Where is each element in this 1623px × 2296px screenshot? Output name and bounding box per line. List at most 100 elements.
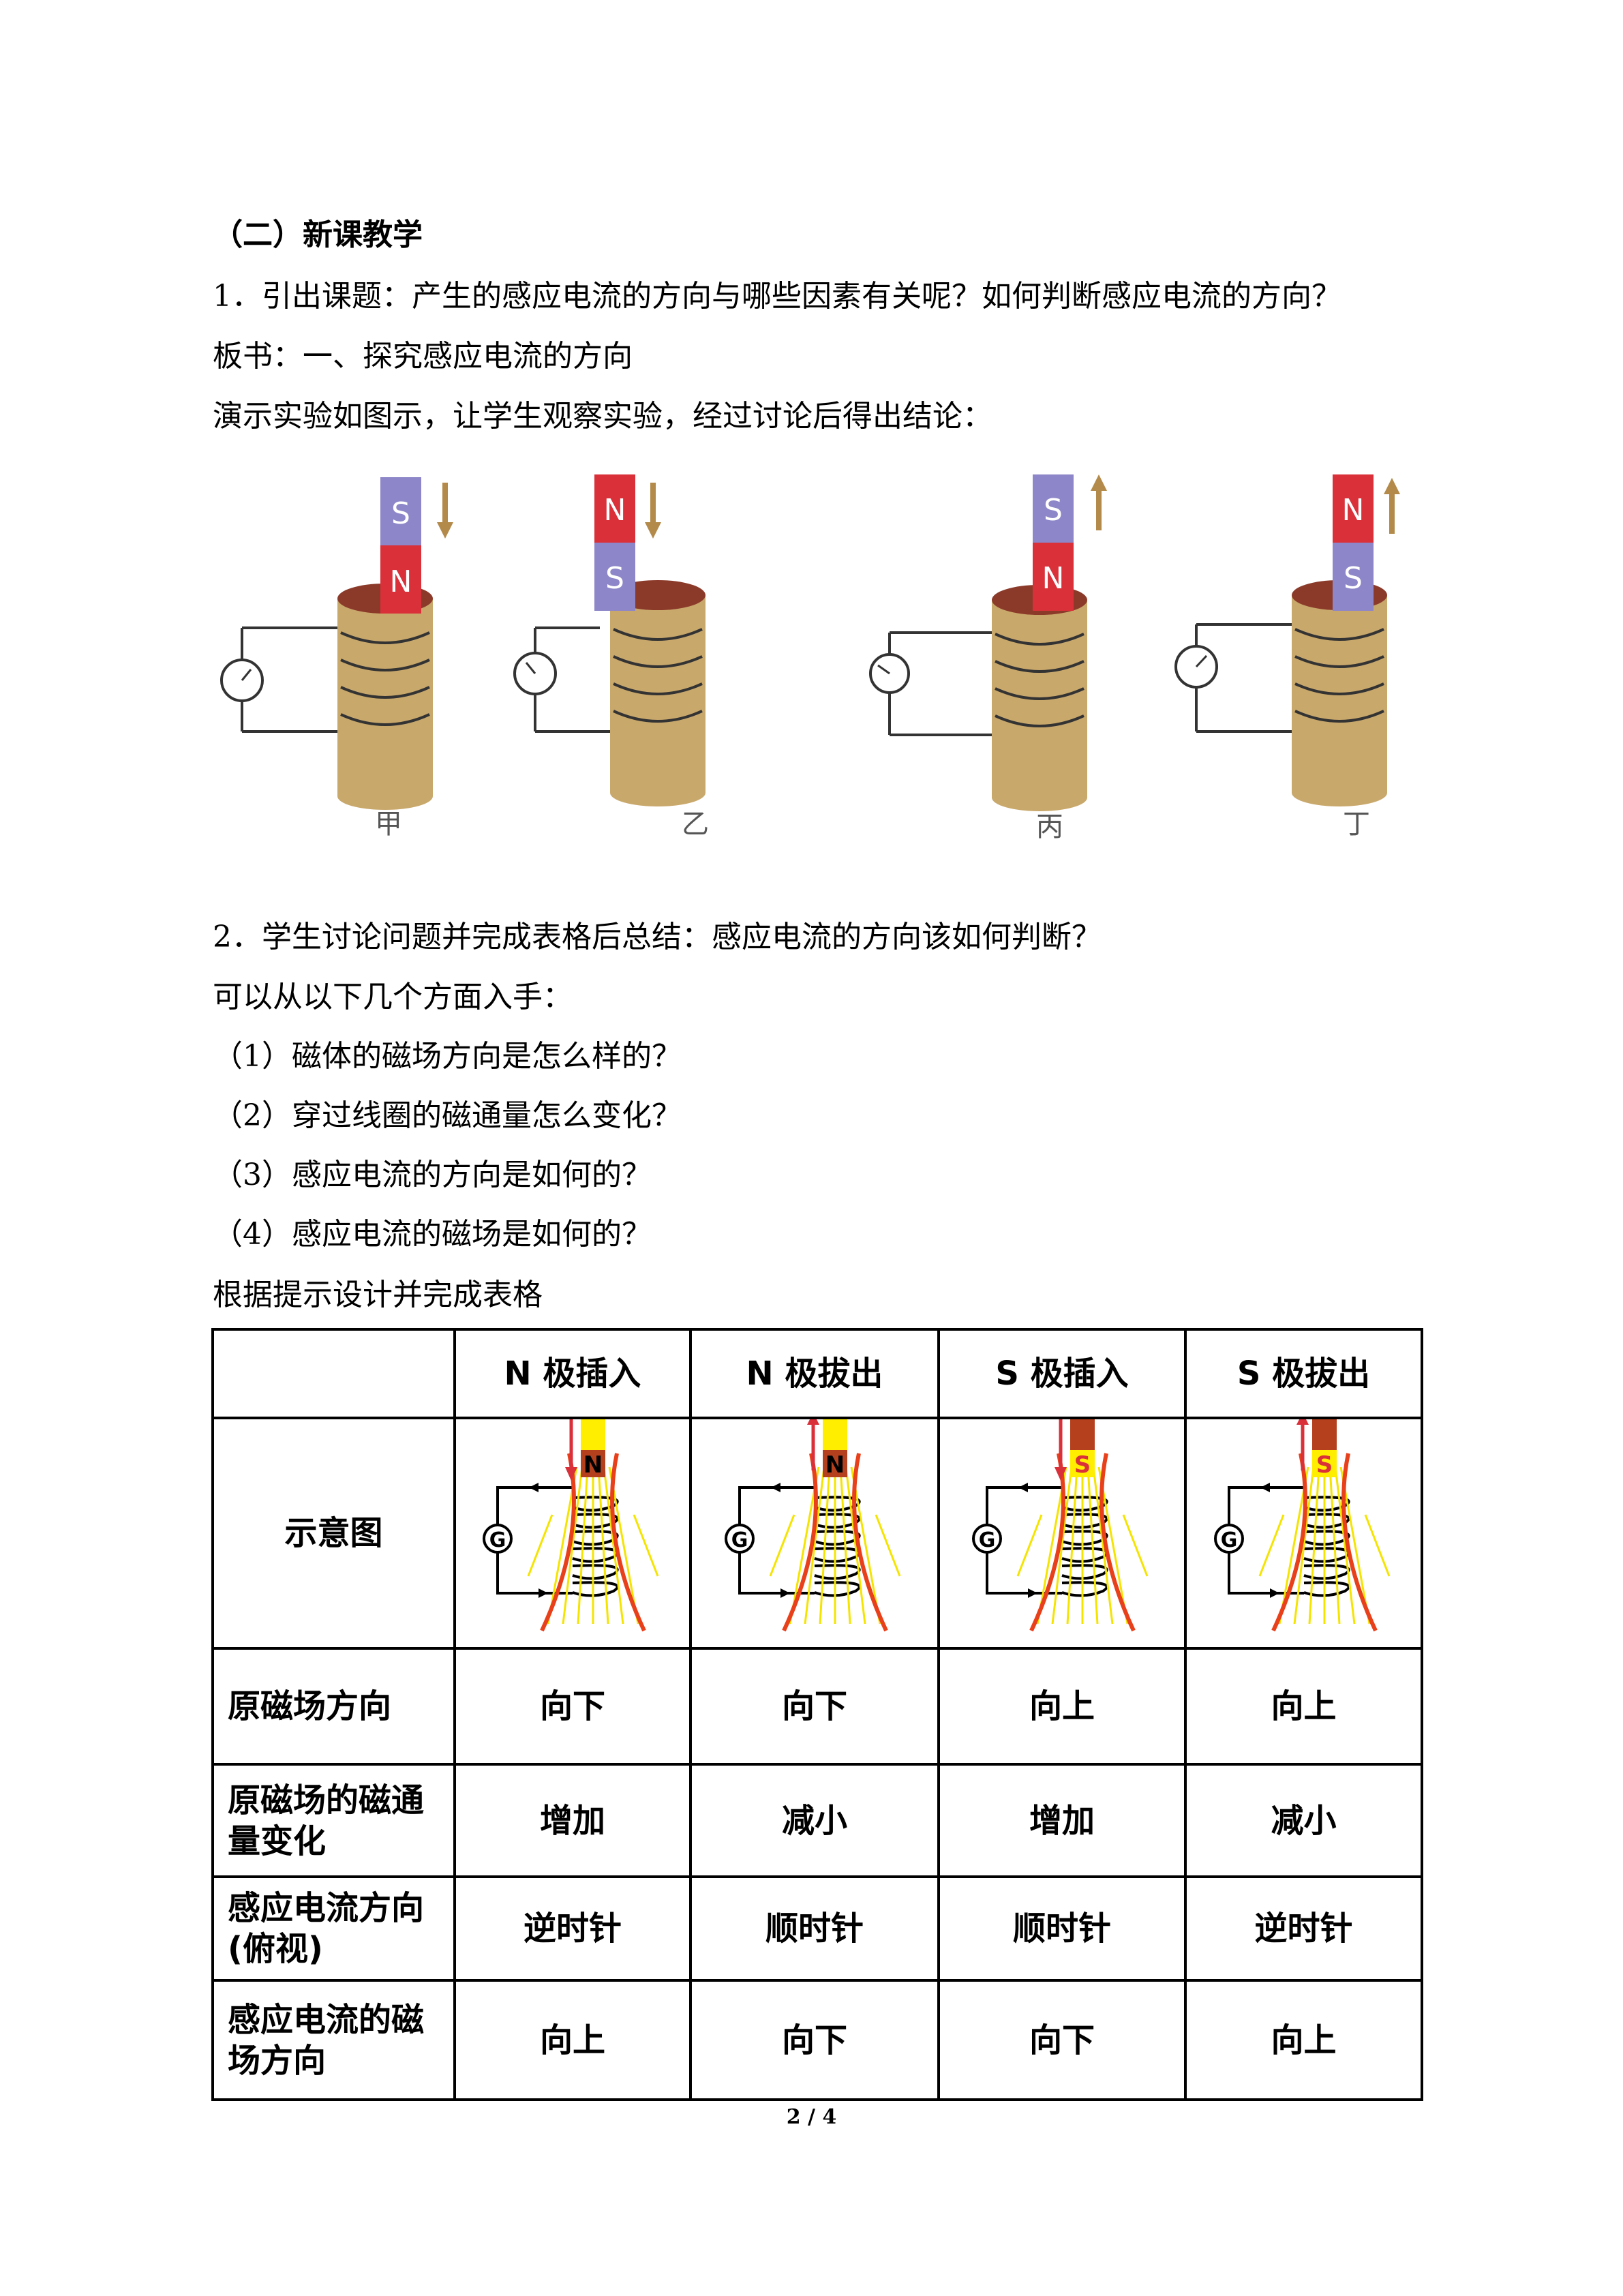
panel-bing: S N (869, 474, 1107, 811)
row-label-field-direction: 原磁场方向 (211, 1647, 456, 1766)
header-n-remove: N 极拔出 (689, 1328, 940, 1419)
induced-field-line (852, 1453, 888, 1632)
paragraph-intro: 1．引出课题：产生的感应电流的方向与哪些因素有关呢？如何判断感应电流的方向？ (213, 279, 1341, 314)
magnet-top (581, 1419, 605, 1450)
magnet-pole-label: N (825, 1451, 845, 1479)
field-diagram-1: GN (483, 1419, 659, 1632)
galvanometer-icon (972, 1524, 1002, 1554)
panel-jia: S N (220, 477, 453, 810)
coil-loop (814, 1530, 861, 1546)
question-1: （1）磁体的磁场方向是怎么样的？ (213, 1039, 682, 1074)
table-cell: 逆时针 (453, 1875, 692, 1982)
table-header-row: N 极插入 N 极拔出 S 极插入 S 极拔出 (211, 1328, 1423, 1419)
galvanometer-icon (1213, 1524, 1244, 1554)
galvanometer-label: G (489, 1528, 506, 1552)
panel-label-jia: 甲 (375, 809, 402, 840)
current-arrow (1028, 1588, 1037, 1598)
current-arrow (529, 1483, 539, 1492)
figure-right: S N N S (838, 455, 1452, 843)
field-line (845, 1466, 866, 1625)
diagram-row-label: 示意图 (211, 1417, 456, 1650)
table-cell: 顺时针 (689, 1875, 940, 1982)
field-line (1066, 1466, 1078, 1625)
galvanometer-label: G (731, 1528, 748, 1552)
field-line (603, 1466, 624, 1625)
field-line (1258, 1514, 1284, 1577)
magnet-bottom (1311, 1450, 1337, 1477)
experiment-figure-right: S N N S (869, 474, 1400, 811)
svg-text:S: S (1344, 561, 1363, 596)
arrow-head (1296, 1413, 1309, 1425)
table-cell: 增加 (937, 1763, 1187, 1878)
paragraph-approach: 可以从以下几个方面入手： (213, 980, 573, 1014)
arrow-head (565, 1467, 577, 1481)
coil-loop (1303, 1564, 1350, 1580)
table-cell: 逆时针 (1184, 1875, 1423, 1982)
table-row: 感应电流方向(俯视) 逆时针 顺时针 顺时针 逆时针 (211, 1875, 1423, 1982)
arrow-head (807, 1413, 819, 1425)
page-number: 2 / 4 (786, 2105, 837, 2129)
current-arrow (1269, 1588, 1279, 1598)
question-3: （3）感应电流的方向是如何的？ (213, 1158, 652, 1192)
coil-loop (814, 1581, 861, 1597)
paragraph-board: 板书：一、探究感应电流的方向 (213, 339, 633, 374)
table-row: 感应电流的磁场方向 向上 向下 向下 向上 (211, 1979, 1423, 2101)
field-line (1293, 1466, 1314, 1625)
magnet-pole-label: S (1074, 1451, 1091, 1479)
magnet-top (1311, 1419, 1337, 1450)
field-line (527, 1514, 553, 1577)
induced-field-line (540, 1453, 576, 1632)
section-title: （二）新课教学 (213, 217, 423, 252)
paragraph-demo: 演示实验如图示，让学生观察实验，经过讨论后得出结论： (213, 399, 992, 434)
row-label-flux-change: 原磁场的磁通量变化 (211, 1763, 456, 1878)
current-arrow (1018, 1483, 1028, 1492)
galvanometer-icon (483, 1524, 513, 1554)
field-line (804, 1466, 825, 1625)
field-line (1329, 1466, 1340, 1625)
table-cell: 减小 (689, 1763, 940, 1878)
svg-text:S: S (605, 561, 624, 596)
galvanometer-label: G (1220, 1528, 1237, 1552)
field-line (1334, 1466, 1355, 1625)
table-cell: 向下 (453, 1647, 692, 1766)
panel-label-ding: 丁 (1343, 809, 1370, 840)
question-4: （4）感应电流的磁场是如何的？ (213, 1217, 652, 1252)
field-line (577, 1466, 589, 1625)
coil-loop (572, 1581, 619, 1597)
coil-loop (814, 1547, 861, 1563)
row-label-current-direction: 感应电流方向(俯视) (211, 1875, 456, 1982)
panel-ding: N S (1174, 474, 1400, 806)
figure-left: S N N S (211, 455, 804, 841)
field-line (1092, 1466, 1114, 1625)
row-label-induced-field: 感应电流的磁场方向 (211, 1979, 456, 2101)
induced-field-line (1271, 1453, 1307, 1632)
svg-text:S: S (391, 496, 410, 531)
header-n-insert: N 极插入 (453, 1328, 692, 1419)
coil-loop (1303, 1581, 1350, 1597)
table-cell: 向上 (453, 1979, 692, 2101)
field-line (1122, 1514, 1149, 1577)
arrow-head (1055, 1467, 1067, 1481)
table-cell: 向下 (689, 1647, 940, 1766)
magnet-pole-label: N (583, 1451, 603, 1479)
field-diagram-3: GS (972, 1419, 1149, 1632)
field-line (597, 1466, 609, 1625)
coil-loop (1303, 1547, 1350, 1563)
field-diagram-2: GN (725, 1413, 901, 1632)
field-line (875, 1514, 901, 1577)
coil-loop (572, 1530, 619, 1546)
field-line (1051, 1466, 1073, 1625)
current-arrow (771, 1483, 780, 1492)
magnet-bottom (1070, 1450, 1095, 1477)
table-cell: 向上 (937, 1647, 1187, 1766)
table-corner-cell (211, 1328, 456, 1419)
induced-field-line (1341, 1453, 1378, 1632)
induced-field-line (1029, 1453, 1065, 1632)
coil-loop (572, 1547, 619, 1563)
